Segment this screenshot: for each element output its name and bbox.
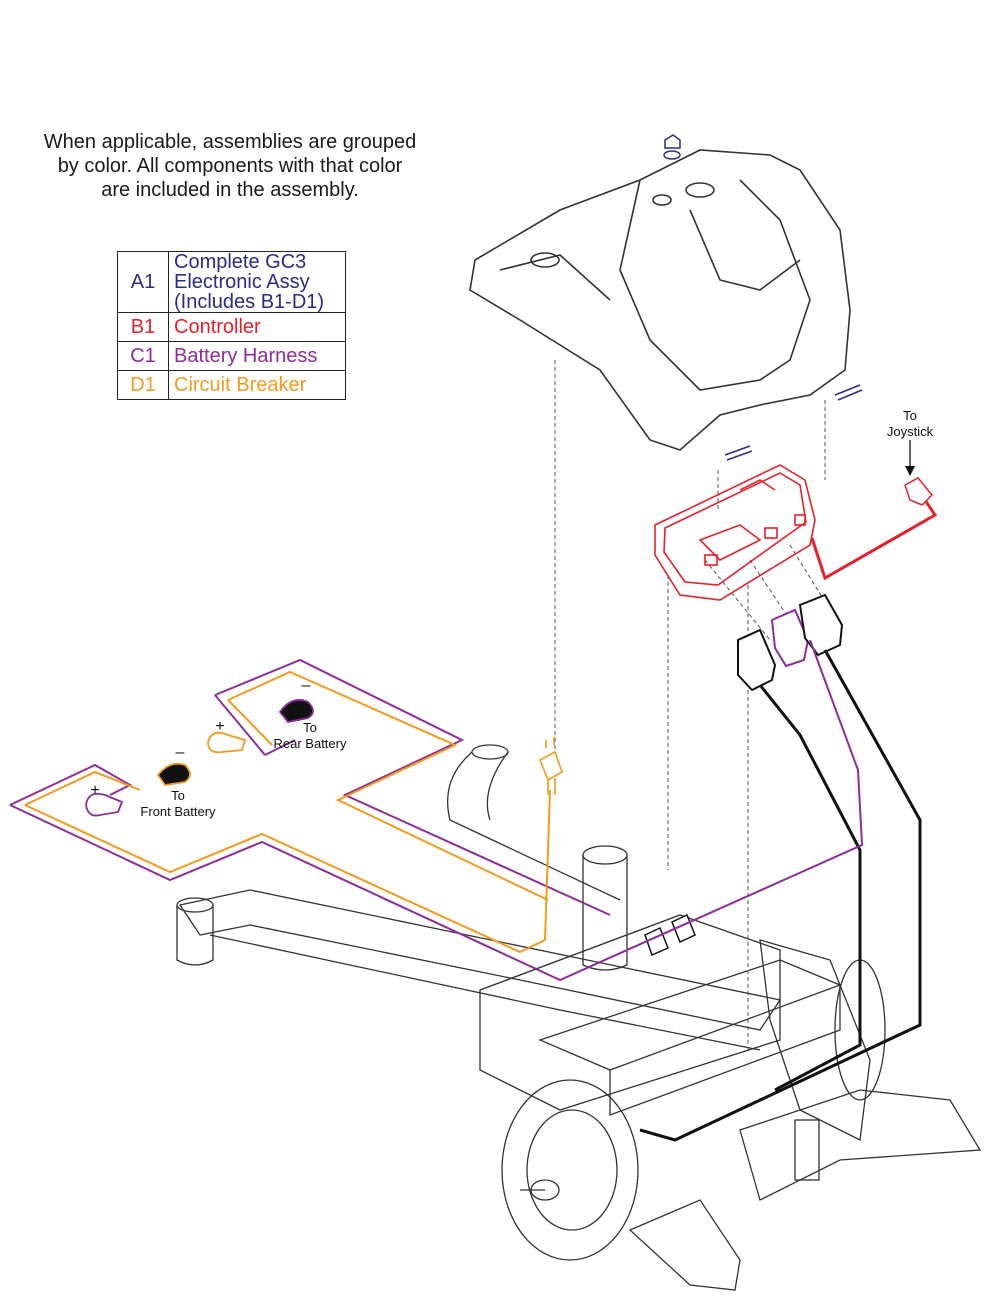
circuit-breaker-wiring-d1 <box>24 670 551 954</box>
front-battery-plus-terminal <box>85 792 124 817</box>
legend-desc-a1: Complete GC3 Electronic Assy (Includes B… <box>168 251 346 313</box>
assembly-legend-table: A1 Complete GC3 Electronic Assy (Include… <box>117 251 346 400</box>
note-line-2: by color. All components with that color <box>57 155 403 177</box>
legend-desc-a1-line1: Complete GC3 <box>174 251 307 273</box>
joystick-label-line1: To <box>903 408 917 423</box>
circuit-breaker-d1 <box>538 737 563 795</box>
shroud-screw-right <box>834 384 863 401</box>
legend-row-d1: D1 Circuit Breaker <box>117 370 346 400</box>
assembly-color-note: When applicable, assemblies are grouped … <box>10 130 450 202</box>
legend-desc-a1-line2: Electronic Assy <box>174 271 310 293</box>
note-line-3: are included in the assembly. <box>101 179 359 201</box>
legend-row-b1: B1 Controller <box>117 312 346 342</box>
rear-battery-label-line1: To <box>303 720 317 735</box>
harness-connector-middle <box>770 608 810 668</box>
joystick-cable <box>810 477 938 581</box>
legend-code-c1: C1 <box>117 341 169 371</box>
legend-desc-a1-line3: (Includes B1-D1) <box>174 291 325 313</box>
legend-row-c1: C1 Battery Harness <box>117 341 346 371</box>
front-minus-sign: – <box>176 744 185 761</box>
legend-desc-c1: Battery Harness <box>168 341 346 371</box>
front-battery-label-line1: To <box>171 788 185 803</box>
legend-code-b1: B1 <box>117 312 169 342</box>
frame-motor-plugs <box>644 913 696 957</box>
joystick-label-line2: Joystick <box>887 424 934 439</box>
seat-shroud-cover <box>469 149 851 451</box>
legend-desc-d1: Circuit Breaker <box>168 370 346 400</box>
rear-plus-sign: + <box>215 718 224 735</box>
rear-battery-minus-terminal <box>278 699 314 723</box>
harness-connector-left <box>737 628 777 692</box>
joystick-arrow <box>905 440 915 476</box>
motor-cable-right <box>639 649 922 1142</box>
legend-desc-b1: Controller <box>168 312 346 342</box>
rear-minus-sign: – <box>302 677 311 694</box>
chair-base-frame <box>176 744 982 1291</box>
note-line-1: When applicable, assemblies are grouped <box>43 131 417 153</box>
rear-battery-label-line2: Rear Battery <box>274 736 347 751</box>
motor-cable-left <box>758 684 862 1092</box>
shroud-bolt <box>663 134 681 160</box>
controller-b1 <box>654 464 816 601</box>
legend-row-a1: A1 Complete GC3 Electronic Assy (Include… <box>117 251 346 313</box>
battery-harness-c1 <box>9 639 864 982</box>
controller-screw <box>724 445 753 461</box>
front-battery-label-line2: Front Battery <box>140 804 216 819</box>
front-plus-sign: + <box>90 782 99 799</box>
front-battery-minus-terminal <box>156 762 191 786</box>
rear-battery-plus-terminal <box>207 731 247 754</box>
